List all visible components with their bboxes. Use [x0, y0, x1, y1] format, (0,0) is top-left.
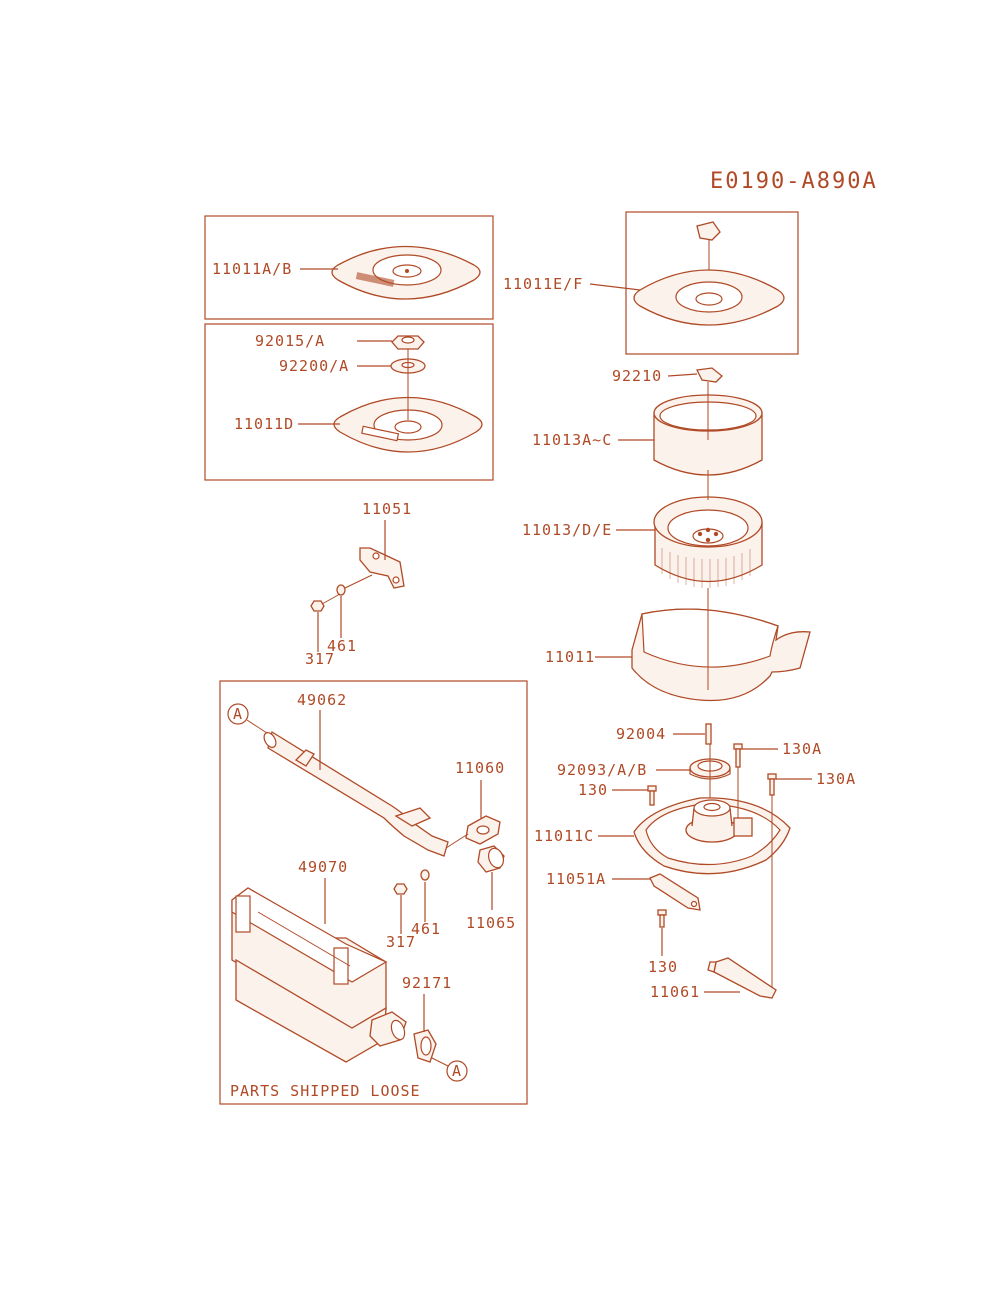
- label-92093AB: 92093/A/B: [557, 761, 647, 779]
- svg-text:A: A: [452, 1062, 462, 1080]
- label-11065: 11065: [466, 914, 516, 932]
- nut-317-b: [393, 883, 408, 895]
- label-130A-1: 130A: [782, 740, 822, 758]
- air-cleaner-cover-d: [333, 396, 483, 453]
- frame-cover-d: [204, 323, 494, 481]
- knob: [696, 221, 721, 241]
- ref-marker-a-top: A: [227, 703, 249, 725]
- bolt-130-a: [647, 785, 657, 806]
- cap-11065: [477, 845, 505, 873]
- label-317-b: 317: [386, 933, 416, 951]
- label-92015A: 92015/A: [255, 332, 325, 350]
- label-11013AC: 11013A~C: [532, 431, 612, 449]
- stud-92004: [705, 723, 712, 745]
- gasket-11060: [465, 815, 501, 845]
- wing-nut-92210: [696, 367, 723, 383]
- nut-317-a: [310, 600, 325, 612]
- svg-text:A: A: [233, 705, 243, 723]
- exhaust-pipe-49062: [263, 730, 449, 857]
- label-92200A: 92200/A: [279, 357, 349, 375]
- label-11051: 11051: [362, 500, 412, 518]
- label-11011C: 11011C: [534, 827, 594, 845]
- air-cleaner-base: [633, 797, 791, 875]
- frame-cover-ef: [625, 211, 799, 355]
- label-461-b: 461: [411, 920, 441, 938]
- label-11011D: 11011D: [234, 415, 294, 433]
- label-92171: 92171: [402, 974, 452, 992]
- bolt-130A-1: [733, 743, 743, 768]
- muffler-49070: [231, 887, 407, 1063]
- label-11011: 11011: [545, 648, 595, 666]
- label-92210: 92210: [612, 367, 662, 385]
- label-11060: 11060: [455, 759, 505, 777]
- label-461-a: 461: [327, 637, 357, 655]
- bracket-11051A: [649, 873, 701, 911]
- ref-marker-a-bottom: A: [446, 1060, 468, 1082]
- label-130-a: 130: [578, 781, 608, 799]
- label-49062: 49062: [297, 691, 347, 709]
- nut-92015: [391, 335, 425, 350]
- label-11013DE: 11013/D/E: [522, 521, 612, 539]
- parts-shipped-loose-note: PARTS SHIPPED LOOSE: [230, 1082, 421, 1100]
- bolt-130-b: [657, 909, 667, 928]
- label-11011AB: 11011A/B: [212, 260, 292, 278]
- label-11051A: 11051A: [546, 870, 606, 888]
- clamp-92171: [413, 1029, 437, 1063]
- label-317-a: 317: [305, 650, 335, 668]
- diagram-code: E0190-A890A: [710, 169, 878, 194]
- label-11061: 11061: [650, 983, 700, 1001]
- air-filter-element: [653, 496, 763, 588]
- frame-parts-shipped-loose: [219, 680, 528, 1105]
- label-130-b: 130: [648, 958, 678, 976]
- label-92004: 92004: [616, 725, 666, 743]
- washer-461-b: [420, 869, 430, 881]
- bolt-130A-2: [767, 773, 777, 796]
- air-cleaner-cover-ef: [633, 269, 785, 326]
- air-cleaner-cover-ab: [331, 245, 481, 300]
- air-cleaner-housing: [631, 608, 811, 702]
- label-11011EF: 11011E/F: [503, 275, 583, 293]
- frame-cover-ab: [204, 215, 494, 320]
- label-49070: 49070: [298, 858, 348, 876]
- washer-461-a: [336, 584, 346, 596]
- pre-cleaner-11013: [653, 394, 763, 476]
- bracket-11051: [359, 547, 405, 589]
- bracket-11061: [707, 957, 777, 999]
- label-130A-2: 130A: [816, 770, 856, 788]
